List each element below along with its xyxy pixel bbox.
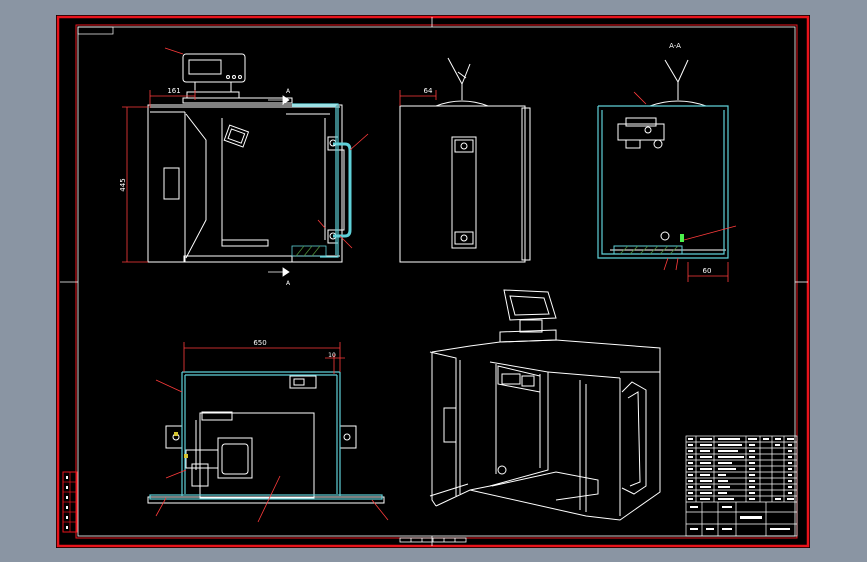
scale-strip xyxy=(399,537,467,543)
isometric-view xyxy=(429,289,661,521)
section-view-title: A-A xyxy=(669,42,681,50)
top-dim-offset: 10 xyxy=(328,352,336,359)
top-dim-width: 650 xyxy=(253,339,266,347)
section-mark-top: A xyxy=(286,88,291,95)
section-mark-arrows xyxy=(268,95,290,277)
section-mark-bottom: A xyxy=(286,280,291,287)
front-dimensions xyxy=(122,47,369,263)
title-block xyxy=(685,435,798,537)
side-view xyxy=(399,57,531,263)
side-dimensions xyxy=(399,90,437,106)
side-dim-top: 64 xyxy=(424,87,433,95)
top-view xyxy=(147,375,385,504)
front-base-hatch xyxy=(291,245,327,257)
front-dim-height: 445 xyxy=(119,178,127,191)
section-green-marker xyxy=(680,234,684,242)
section-view xyxy=(610,59,726,251)
section-base-hatch xyxy=(613,245,683,255)
revision-strip xyxy=(62,471,78,533)
section-dim-bottom: 60 xyxy=(703,267,712,275)
top-view-yellow-parts xyxy=(174,432,188,458)
outer-red-frame xyxy=(56,15,810,548)
section-dimensions xyxy=(633,91,737,282)
title-block-entries xyxy=(688,438,794,530)
top-dimensions xyxy=(155,342,389,523)
inner-white-border xyxy=(77,26,796,537)
center-marks xyxy=(60,17,808,546)
front-view xyxy=(147,53,352,263)
corner-box xyxy=(77,26,114,35)
front-dim-top: 161 xyxy=(167,87,180,95)
top-insulation xyxy=(149,371,383,500)
front-insulation xyxy=(292,103,339,258)
